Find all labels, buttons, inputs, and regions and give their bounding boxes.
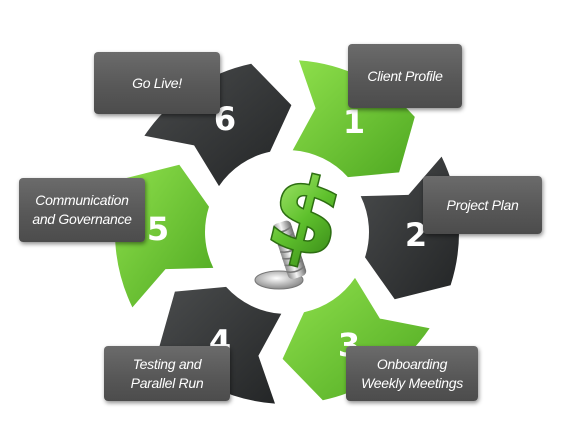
step-5-label: Communication and Governance — [19, 178, 145, 242]
cycle-arrow-4 — [159, 286, 282, 404]
step-2-label: Project Plan — [423, 176, 542, 234]
step-4-label: Testing and Parallel Run — [104, 346, 230, 401]
dollar-spring-icon: $ — [254, 147, 356, 290]
step-1-label: Client Profile — [348, 44, 462, 108]
step-number-1: 1 — [343, 103, 365, 141]
cycle-arrow-1 — [292, 60, 415, 178]
step-6-label: Go Live! — [94, 52, 220, 114]
dollar-sign-icon: $ — [256, 148, 356, 284]
cycle-arrow-3 — [282, 277, 430, 401]
step-3-label: Onboarding Weekly Meetings — [346, 346, 478, 401]
cycle-arrow-6 — [144, 63, 292, 187]
step-number-5: 5 — [147, 210, 169, 248]
step-number-2: 2 — [405, 216, 427, 254]
